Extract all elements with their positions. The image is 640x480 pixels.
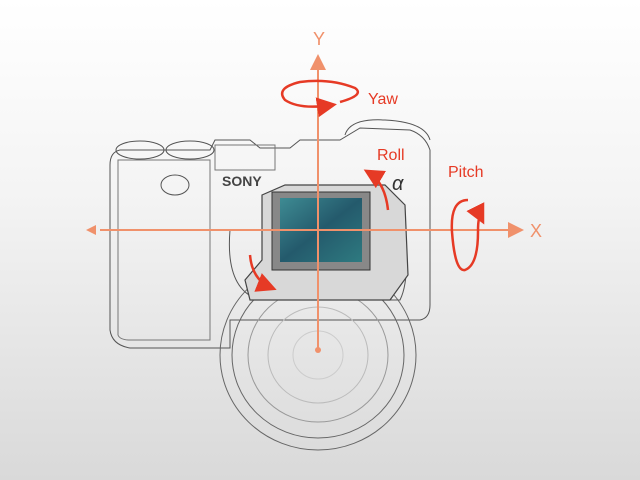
y-axis-label: Y <box>313 29 325 49</box>
yaw-arrow <box>280 79 360 118</box>
roll-arrow-top <box>363 169 390 211</box>
rotation-arrows <box>248 79 485 292</box>
roll-label: Roll <box>377 147 405 164</box>
camera-logo: α <box>392 173 404 195</box>
camera-brand: SONY <box>222 173 262 189</box>
yaw-label: Yaw <box>368 91 398 108</box>
pitch-label: Pitch <box>448 164 484 181</box>
x-axis-left-arrowhead <box>86 225 96 235</box>
y-axis-origin-dot <box>315 347 321 353</box>
x-axis-label: X <box>530 221 542 241</box>
sensor-assembly <box>244 184 409 301</box>
roll-arrow-bottom <box>248 254 277 292</box>
pitch-arrow <box>450 198 485 272</box>
